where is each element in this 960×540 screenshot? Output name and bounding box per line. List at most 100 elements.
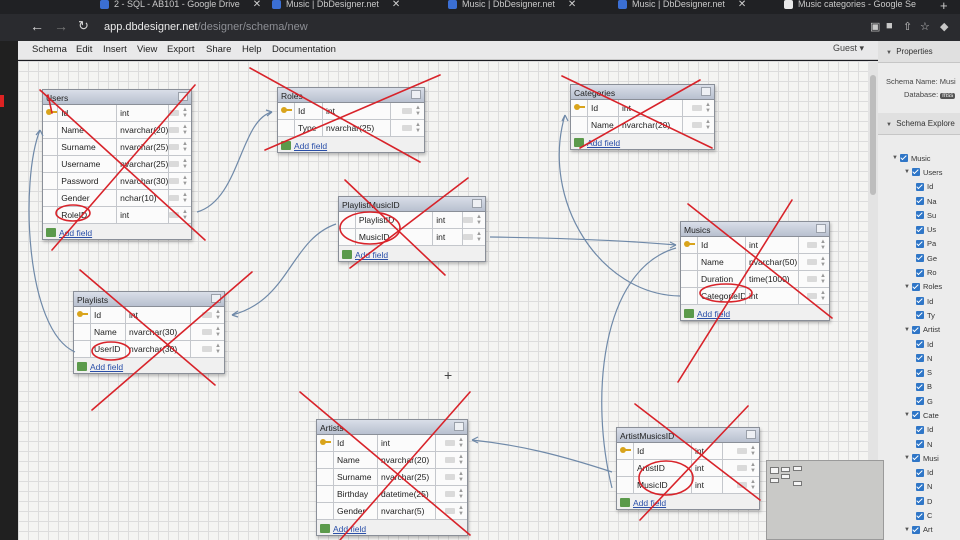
field-name[interactable]: Id	[634, 443, 692, 459]
reorder-arrows-icon[interactable]: ▲▼	[820, 239, 826, 251]
edit-field-icon[interactable]	[169, 212, 180, 218]
bookmark-star-icon[interactable]: ☆	[920, 21, 930, 33]
field-name[interactable]: MusicID	[356, 229, 434, 245]
tree-field-item[interactable]: S	[878, 365, 960, 379]
edit-field-icon[interactable]	[202, 346, 213, 352]
field-type[interactable]: int	[378, 435, 436, 451]
add-field-link[interactable]: Add field	[317, 520, 467, 535]
field-name[interactable]: UserID	[91, 341, 126, 357]
checkbox-icon[interactable]	[899, 154, 908, 163]
checkbox-icon[interactable]	[916, 425, 924, 434]
table-title[interactable]: Users	[43, 90, 191, 105]
close-icon[interactable]: ✕	[567, 0, 577, 10]
edit-field-icon[interactable]	[169, 110, 180, 116]
checkbox-icon[interactable]	[916, 397, 924, 406]
field-name[interactable]: Name	[588, 117, 619, 133]
tree-field-item[interactable]: Id	[878, 337, 960, 351]
field-name[interactable]: Id	[91, 307, 126, 323]
new-tab-icon[interactable]: +	[940, 0, 948, 13]
checkbox-icon[interactable]	[916, 254, 924, 263]
table-options-icon[interactable]	[211, 294, 221, 303]
field-type[interactable]: nchar(10)	[117, 190, 170, 206]
edit-field-icon[interactable]	[169, 195, 180, 201]
edit-field-icon[interactable]	[445, 491, 456, 497]
tree-table-item[interactable]: ▼Users	[904, 167, 943, 177]
field-type[interactable]: int	[126, 307, 191, 323]
field-type[interactable]: nvarchar(20)	[378, 452, 436, 468]
field-type[interactable]: int	[746, 237, 799, 253]
tree-field-item[interactable]: D	[878, 494, 960, 508]
field-name[interactable]: Password	[58, 173, 118, 189]
reorder-arrows-icon[interactable]: ▲▼	[820, 273, 826, 285]
field-name[interactable]: ArtistID	[634, 460, 692, 476]
field-type[interactable]: int	[323, 103, 391, 119]
reorder-arrows-icon[interactable]: ▲▼	[415, 105, 421, 117]
field-type[interactable]: time(1000)	[746, 271, 799, 287]
browser-tab[interactable]: Music | DbDesigner.net✕	[618, 0, 746, 12]
vertical-scrollbar[interactable]	[868, 61, 878, 540]
edit-field-icon[interactable]	[169, 178, 180, 184]
edit-field-icon[interactable]	[445, 474, 456, 480]
checkbox-icon[interactable]	[916, 368, 924, 377]
chevron-down-icon[interactable]: ▼	[904, 526, 910, 533]
tree-field-item[interactable]: Ro	[878, 265, 960, 279]
checkbox-icon[interactable]	[916, 382, 924, 391]
browser-tab[interactable]: 2 - SQL - AB101 - Google Drive✕	[100, 0, 261, 12]
menu-export[interactable]: Export	[167, 44, 195, 55]
checkbox-icon[interactable]	[916, 311, 924, 320]
reorder-arrows-icon[interactable]: ▲▼	[820, 290, 826, 302]
edit-field-icon[interactable]	[692, 105, 703, 111]
table-options-icon[interactable]	[178, 92, 188, 101]
field-type[interactable]: int	[619, 100, 683, 116]
field-type[interactable]: nvarchar(20)	[117, 122, 170, 138]
checkbox-icon[interactable]	[911, 325, 920, 334]
reorder-arrows-icon[interactable]: ▲▼	[750, 445, 756, 457]
field-name[interactable]: Name	[698, 254, 746, 270]
field-name[interactable]: Name	[91, 324, 126, 340]
tree-field-item[interactable]: Ge	[878, 251, 960, 265]
reorder-arrows-icon[interactable]: ▲▼	[182, 141, 188, 153]
add-field-link[interactable]: Add field	[571, 134, 714, 149]
extension-icon[interactable]: ■	[886, 20, 893, 32]
field-type[interactable]: nvarchar(30)	[126, 341, 191, 357]
field-name[interactable]: Id	[334, 435, 378, 451]
chevron-down-icon[interactable]: ▼	[892, 155, 898, 162]
edit-field-icon[interactable]	[463, 217, 474, 223]
field-type[interactable]: int	[433, 229, 464, 245]
field-type[interactable]: datetime(25)	[378, 486, 436, 502]
tree-table-item[interactable]: ▼Musi	[904, 453, 939, 463]
checkbox-icon[interactable]	[916, 225, 924, 234]
add-field-link[interactable]: Add field	[339, 246, 485, 261]
field-name[interactable]: CategorieID	[698, 288, 746, 304]
chevron-down-icon[interactable]: ▼	[904, 283, 910, 290]
edit-field-icon[interactable]	[807, 293, 818, 299]
tree-table-item[interactable]: ▼Roles	[904, 282, 943, 292]
reload-icon[interactable]: ↻	[78, 18, 89, 33]
checkbox-icon[interactable]	[911, 525, 920, 534]
table-options-icon[interactable]	[472, 199, 482, 208]
edit-field-icon[interactable]	[445, 508, 456, 514]
scrollbar-thumb[interactable]	[870, 75, 876, 195]
field-type[interactable]: nvarchar(25)	[117, 156, 170, 172]
field-name[interactable]: Name	[58, 122, 118, 138]
field-name[interactable]: RoleID	[58, 207, 118, 223]
reorder-arrows-icon[interactable]: ▲▼	[705, 119, 711, 131]
close-icon[interactable]: ✕	[252, 0, 262, 10]
field-type[interactable]: nvarchar(50)	[746, 254, 799, 270]
tree-table-item[interactable]: ▼Artist	[904, 325, 941, 335]
